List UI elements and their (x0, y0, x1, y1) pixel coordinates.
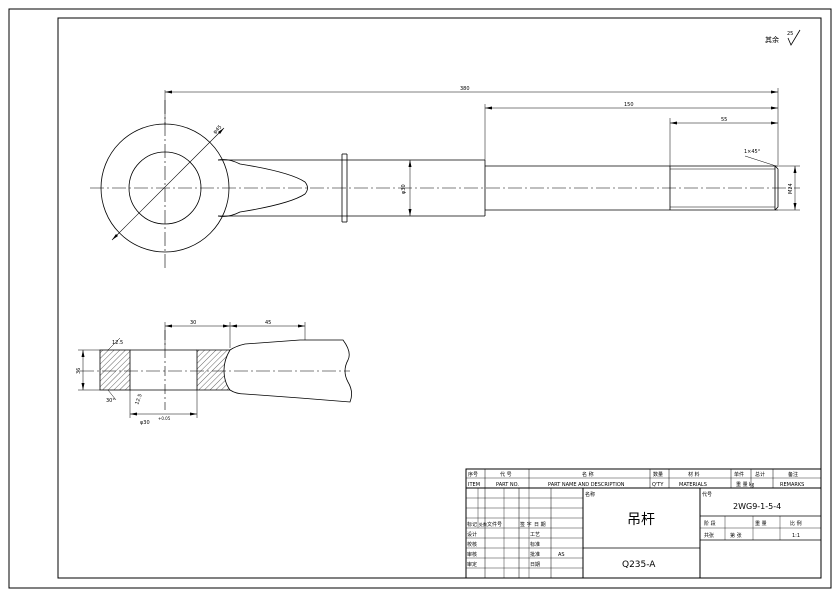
surface-note-text: 其余 (765, 35, 779, 44)
bom-name-cn: 名 称 (582, 471, 594, 478)
chamfer-leader (744, 155, 777, 167)
rev-doc: 文件号 (487, 521, 502, 528)
role-design: 设计 (467, 531, 477, 538)
dim-ring-diameter-label: φ45 (212, 124, 223, 135)
bom-total-cn: 总计 (755, 471, 765, 478)
role-date: 日期 (530, 562, 540, 568)
sec-roughness-top-label: 12.5 (112, 340, 123, 346)
bom-item-en: ITEM (468, 482, 480, 488)
neck-outline (217, 159, 308, 217)
dim-shank-diameter-label: φ30 (401, 184, 407, 194)
rod-end-chamfer (774, 165, 779, 211)
bom-item-cn: 序号 (468, 471, 478, 478)
bom-partno-en: PART NO. (496, 482, 519, 488)
role-review: 审核 (467, 551, 477, 558)
col-weight: 重 量 (755, 520, 767, 527)
bom-name-en: PART NAME AND DESCRIPTION (548, 482, 625, 488)
title-block (465, 468, 822, 579)
sec-dim-45-label: 45 (265, 320, 271, 326)
bom-weight-cn: 重 量 ㎏ (736, 481, 754, 489)
dim-rod-length-label: 150 (624, 102, 634, 108)
drawing-code: 2WG9-1-5-4 (733, 502, 781, 511)
code-label: 代号 (702, 491, 712, 498)
rev-date: 日 期 (534, 522, 546, 528)
bom-partno-cn: 代 号 (500, 471, 512, 478)
roughness-symbol-icon (787, 29, 801, 46)
role-approval: 批准 (530, 551, 540, 558)
section-view (78, 322, 352, 418)
sec-roughness-bottom-label: 12.5 (134, 393, 143, 406)
main-view-arrows (112, 90, 797, 240)
role-check: 校核 (467, 541, 477, 548)
dim-thread-length-label: 55 (721, 117, 727, 123)
bom-qty-cn: 数量 (653, 471, 663, 478)
surface-mark-value: 25 (787, 31, 793, 37)
col-sheet: 第 张 (730, 532, 742, 539)
inner-frame (57, 17, 822, 579)
role-process: 工艺 (530, 532, 540, 538)
col-sheets: 共张 (704, 532, 714, 539)
approval-signature: AS (558, 552, 565, 558)
section-neck-outline (229, 339, 352, 403)
ring-diameter-leader (111, 127, 225, 241)
surface-finish-note: 其余 25 (765, 29, 801, 46)
role-approve: 审定 (467, 561, 477, 568)
bom-unit-cn: 单件 (734, 471, 744, 478)
part-material: Q235-A (622, 560, 656, 570)
bom-material-en: MATERIALS (679, 482, 707, 488)
section-wall-left (99, 349, 131, 391)
col-scale: 比 例 (790, 520, 802, 527)
bom-remark-cn: 备注 (788, 471, 798, 478)
outer-border (8, 8, 832, 589)
dim-overall-length-label: 380 (460, 86, 470, 92)
angle-leader (107, 389, 117, 401)
main-view-dimension-labels: 380 150 55 1×45° φ45 φ30 M24 (212, 86, 794, 194)
role-standard: 标准 (530, 541, 540, 548)
eye-ring-inner (128, 151, 202, 225)
name-label: 名称 (585, 491, 595, 498)
col-stage: 阶 段 (704, 520, 716, 527)
sec-bore-tolerance-label: +0.05 (158, 416, 171, 421)
dim-thread-diameter-label: M24 (788, 183, 794, 194)
rev-count: 处数 (479, 521, 487, 527)
sec-angle-label: 30° (106, 398, 115, 404)
part-name: 吊杆 (627, 512, 655, 528)
section-view-labels: 30 45 36 12.5 30° 12.5 φ30 +0.05 (76, 320, 271, 426)
section-view-arrows (81, 324, 305, 416)
dim-chamfer-label: 1×45° (744, 149, 761, 155)
main-view (90, 88, 800, 268)
sec-bore-label: φ30 (140, 420, 150, 426)
rev-sign: 签 字 (520, 521, 532, 528)
bom-remark-en: REMARKS (780, 482, 804, 488)
roughness-leader-top (107, 337, 121, 351)
sec-dim-30-label: 30 (190, 320, 196, 326)
title-block-frame (465, 468, 822, 579)
scale-value: 1:1 (792, 533, 800, 539)
title-block-text: 序号 ITEM 代 号 PART NO. 名 称 PART NAME AND D… (467, 471, 804, 570)
bom-qty-en: Q'TY (652, 482, 664, 488)
bom-material-cn: 材 料 (688, 471, 700, 478)
sec-dim-height-label: 36 (76, 368, 82, 374)
section-wall-right (196, 349, 231, 391)
rev-mark: 标记 (467, 521, 477, 528)
